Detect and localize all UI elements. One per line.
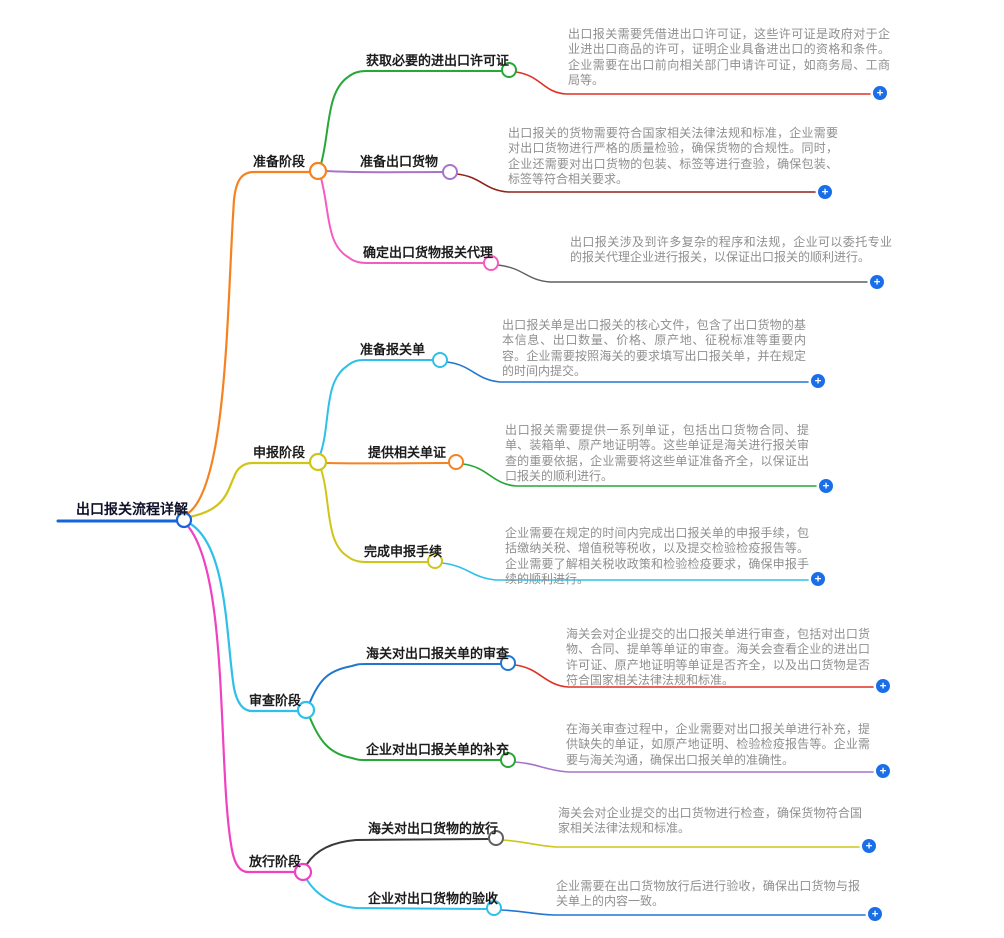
leaf-anchor-release-goods (488, 830, 504, 846)
branch-node-review[interactable]: 审查阶段 (249, 694, 302, 709)
branch-wire-preparation (185, 170, 312, 516)
root-node-anchor (175, 511, 193, 529)
leaf-node-declaration-form[interactable]: 准备报关单 (360, 343, 426, 358)
description-documents: 出口报关需要提供一系列单证，包括出口货物合同、提单、装箱单、原产地证明等。这些单… (505, 423, 809, 483)
desc-wire-declaration-form (446, 361, 809, 383)
leaf-wire-customs-review (309, 663, 501, 703)
desc-wire-agent (497, 264, 868, 283)
plus-icon-procedures[interactable]: + (811, 572, 825, 586)
leaf-anchor-documents (448, 454, 464, 470)
branch-anchor-release (293, 862, 313, 882)
desc-wire-goods (456, 173, 816, 193)
description-customs-review: 海关会对企业提交的出口报关单进行审查，包括对出口货物、合同、提单等单证的审查。海… (566, 627, 870, 687)
leaf-anchor-acceptance (486, 900, 502, 916)
plus-icon-documents[interactable]: + (819, 479, 833, 493)
description-declaration-form: 出口报关单是出口报关的核心文件，包含了出口货物的基本信息、出口数量、价格、原产地… (502, 318, 806, 378)
plus-icon-supplement[interactable]: + (876, 764, 890, 778)
branch-node-preparation[interactable]: 准备阶段 (253, 155, 306, 170)
branch-anchor-declaration (308, 452, 328, 472)
branch-anchor-preparation (308, 161, 328, 181)
leaf-node-license[interactable]: 获取必要的进出口许可证 (366, 54, 510, 69)
plus-icon-license[interactable]: + (873, 86, 887, 100)
leaf-anchor-procedures (427, 553, 443, 569)
plus-icon-acceptance[interactable]: + (868, 907, 882, 921)
description-agent: 出口报关涉及到许多复杂的程序和法规，企业可以委托专业的报关代理企业进行报关，以保… (570, 235, 892, 265)
leaf-anchor-goods (442, 164, 458, 180)
branch-node-declaration[interactable]: 申报阶段 (253, 446, 306, 461)
leaf-node-release-goods[interactable]: 海关对出口货物的放行 (368, 822, 499, 837)
description-license: 出口报关需要凭借进出口许可证，这些许可证是政府对于企业进出口商品的许可，证明企业… (568, 27, 890, 87)
branch-anchor-review (296, 700, 316, 720)
leaf-node-procedures[interactable]: 完成申报手续 (364, 545, 443, 560)
branch-wire-release (185, 523, 296, 874)
desc-wire-procedures (441, 562, 809, 581)
plus-icon-agent[interactable]: + (870, 275, 884, 289)
leaf-node-supplement[interactable]: 企业对出口报关单的补充 (366, 743, 510, 758)
leaf-anchor-license (501, 62, 517, 78)
branch-wire-declaration (187, 461, 312, 519)
root-node[interactable]: 出口报关流程详解 (76, 502, 188, 518)
plus-icon-customs-review[interactable]: + (876, 679, 890, 693)
leaf-node-acceptance[interactable]: 企业对出口货物的验收 (368, 892, 499, 907)
leaf-wire-release-goods (306, 838, 489, 865)
leaf-node-agent[interactable]: 确定出口货物报关代理 (363, 246, 494, 261)
leaf-wire-goods (325, 170, 444, 174)
desc-wire-license (515, 71, 871, 95)
leaf-node-customs-review[interactable]: 海关对出口报关单的审查 (366, 647, 510, 662)
leaf-anchor-customs-review (500, 655, 516, 671)
leaf-anchor-agent (483, 255, 499, 271)
leaf-wire-procedures (320, 468, 428, 563)
description-supplement: 在海关审查过程中，企业需要对出口报关单进行补充，提供缺失的单证，如原产地证明、检… (566, 722, 870, 767)
leaf-node-goods[interactable]: 准备出口货物 (360, 155, 439, 170)
description-acceptance: 企业需要在出口货物放行后进行验收，确保出口货物与报关单上的内容一致。 (556, 879, 860, 909)
branch-wire-review (187, 521, 300, 713)
desc-wire-documents (462, 463, 817, 487)
desc-wire-release-goods (502, 839, 860, 848)
leaf-wire-declaration-form (319, 359, 433, 456)
plus-icon-declaration-form[interactable]: + (811, 374, 825, 388)
leaf-wire-agent (320, 177, 484, 264)
description-goods: 出口报关的货物需要符合国家相关法律法规和标准，企业需要对出口货物进行严格的质量检… (508, 126, 838, 186)
leaf-wire-license (320, 70, 502, 165)
leaf-wire-supplement (309, 717, 501, 761)
desc-wire-supplement (514, 761, 874, 773)
leaf-anchor-declaration-form (432, 352, 448, 368)
description-procedures: 企业需要在规定的时间内完成出口报关单的申报手续，包括缴纳关税、增值税等税收，以及… (505, 526, 809, 586)
plus-icon-goods[interactable]: + (818, 185, 832, 199)
leaf-node-documents[interactable]: 提供相关单证 (368, 446, 447, 461)
plus-icon-release-goods[interactable]: + (862, 839, 876, 853)
desc-wire-acceptance (500, 909, 866, 916)
branch-node-release[interactable]: 放行阶段 (249, 855, 302, 870)
leaf-anchor-supplement (500, 752, 516, 768)
description-release-goods: 海关会对企业提交的出口货物进行检查，确保货物符合国家相关法律法规和标准。 (558, 806, 862, 836)
desc-wire-customs-review (514, 664, 874, 688)
leaf-wire-acceptance (306, 879, 487, 910)
